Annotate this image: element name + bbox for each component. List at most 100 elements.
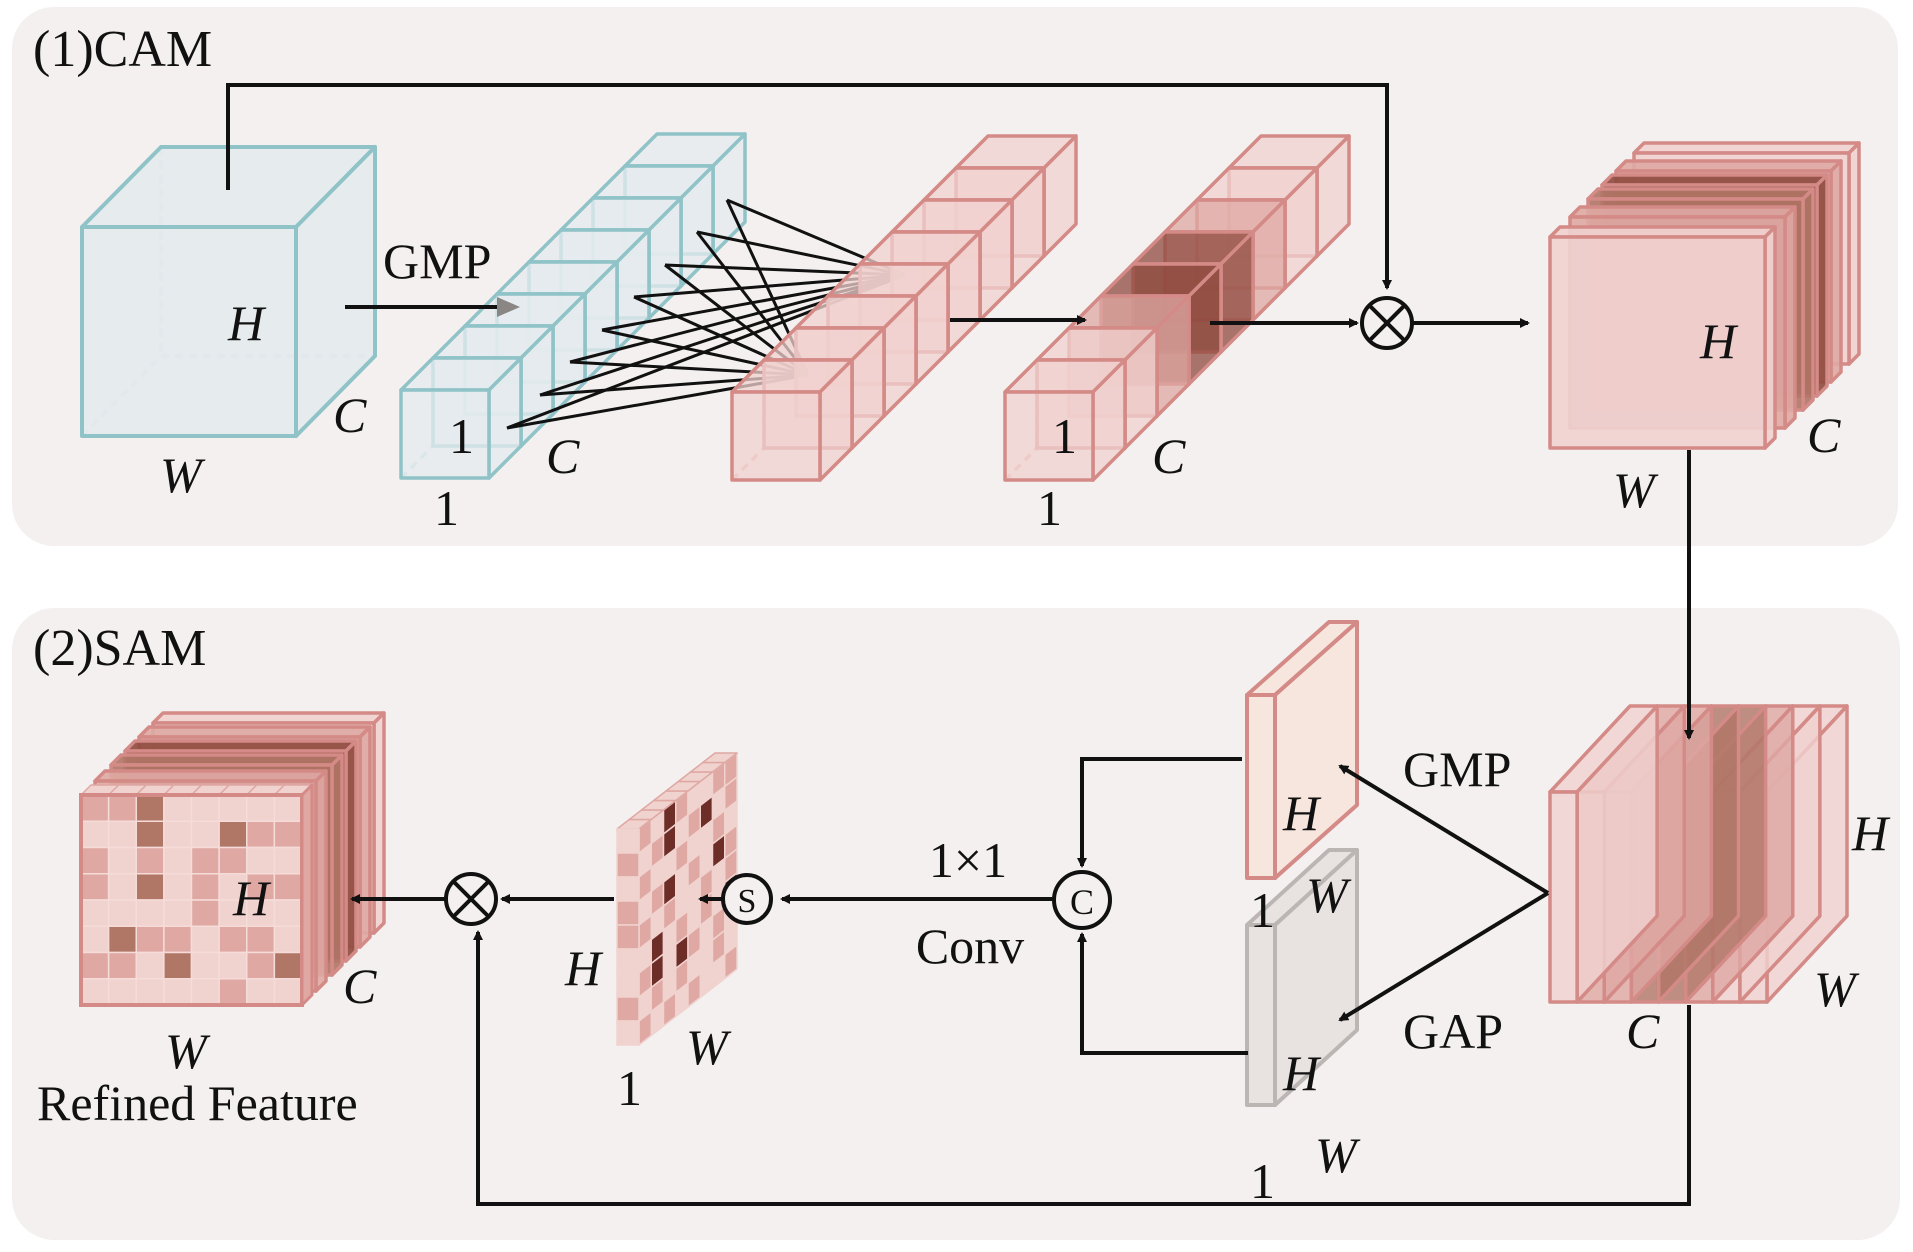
refined-grid-cell — [190, 873, 220, 901]
cam-output-feature-cube — [1548, 141, 1861, 450]
box-front-face — [1245, 923, 1277, 1107]
refined-grid-cell — [273, 978, 303, 1006]
attention-front-cell — [616, 876, 640, 902]
cam-weighted-c-label: C — [1152, 428, 1186, 484]
refined-grid-cell — [273, 899, 303, 927]
attention-front-cell — [616, 972, 640, 998]
refined-grid-cell — [80, 794, 110, 822]
refined-grid-cell — [80, 899, 110, 927]
box-front-face — [1245, 693, 1277, 880]
sam-residual-connection — [473, 930, 1691, 1206]
sam-title: (2)SAM — [33, 620, 206, 677]
refined-grid-cell — [107, 978, 137, 1006]
refined-grid-cell — [246, 820, 276, 849]
sam-gmp-map — [1245, 620, 1359, 880]
pooled-cell — [399, 356, 523, 480]
attention-front-cell — [616, 924, 640, 950]
cam-pooled-vector-column — [399, 132, 747, 480]
refined-grid-cell — [107, 899, 137, 927]
box-front-face — [399, 388, 491, 480]
sam-sigmoid-node: S — [721, 873, 773, 925]
refined-grid-cell — [190, 820, 220, 849]
refined-grid-cell — [135, 794, 165, 822]
cam-title: (1)CAM — [33, 21, 212, 78]
refined-grid-cell — [107, 925, 137, 954]
sam-gmp-arrow — [1338, 764, 1550, 895]
refined-grid-cell — [246, 978, 276, 1006]
refined-grid-cell — [218, 978, 248, 1006]
sam-gmp-label: GMP — [1403, 741, 1511, 797]
box-front-face — [1548, 235, 1767, 450]
sam-gap-map-h-label: H — [1282, 1045, 1322, 1101]
weight-cell — [1003, 358, 1127, 482]
sam-spatial-attention-map — [616, 752, 738, 1046]
refined-grid-cell — [246, 925, 276, 954]
refined-grid-cell — [190, 951, 220, 980]
cam-pooled-c-label: C — [546, 428, 580, 484]
sam-gap-map — [1245, 848, 1359, 1107]
refined-grid-cell — [163, 899, 193, 927]
refined-grid-cell — [135, 925, 165, 954]
cam-gmp-arrowhead-icon — [497, 297, 520, 317]
refined-grid-cell — [107, 794, 137, 822]
cam-skip-connection — [226, 83, 1392, 290]
sam-attention-h-label: H — [564, 940, 604, 996]
refined-grid-cell — [80, 820, 110, 849]
refined-grid-cell — [273, 846, 303, 875]
sam-gap-map-w-label: W — [1315, 1127, 1361, 1183]
sam-multiply-node — [444, 872, 498, 926]
cam-input-feature-cube — [80, 145, 377, 438]
sam-panel — [12, 608, 1900, 1240]
cam-input-h-label: H — [227, 295, 267, 351]
sam-input-h-label: H — [1851, 805, 1891, 861]
refined-grid-cell — [135, 820, 165, 849]
sam-input-w-label: W — [1814, 961, 1860, 1017]
cam-output-c-label: C — [1807, 407, 1841, 463]
sam-output-h-label: H — [232, 870, 272, 926]
refined-grid-cell — [135, 951, 165, 980]
cam-output-h-label: H — [1699, 313, 1739, 369]
refined-grid-cell — [273, 873, 303, 901]
refined-grid-cell — [163, 820, 193, 849]
cam-multiply-node — [1360, 296, 1414, 350]
attention-front-cell — [616, 996, 640, 1022]
attention-front-cell — [616, 948, 640, 974]
cam-input-w-label: W — [160, 447, 206, 503]
cam-output-w-label: W — [1613, 462, 1659, 518]
refined-grid-cell — [80, 951, 110, 980]
attention-cell — [724, 944, 738, 980]
cam-weighted-one-bottom: 1 — [1037, 480, 1062, 536]
channel-slice — [1548, 225, 1777, 450]
box-front-face — [1003, 390, 1095, 482]
attention-top-cell — [702, 752, 738, 764]
refined-grid-cell — [218, 899, 248, 927]
sam-attention-w-label: W — [686, 1019, 732, 1075]
refined-grid-cell — [80, 846, 110, 875]
refined-grid-cell — [218, 925, 248, 954]
conv-label: Conv — [916, 918, 1024, 974]
refined-feature-caption: Refined Feature — [37, 1075, 358, 1131]
refined-grid-cell — [135, 846, 165, 875]
refined-grid-cell — [80, 873, 110, 901]
sam-attention-one-label: 1 — [617, 1060, 642, 1116]
sam-input-feature-cube — [1548, 704, 1849, 1004]
attention-front-cell — [616, 852, 640, 878]
refined-grid-cell — [218, 951, 248, 980]
refined-grid-cell — [273, 925, 303, 954]
attention-front-cell — [616, 828, 640, 854]
sam-gmp-map-w-label: W — [1306, 867, 1352, 923]
refined-grid-cell — [190, 846, 220, 875]
refined-grid-cell — [273, 951, 303, 980]
cam-weighted-one-front: 1 — [1052, 408, 1077, 464]
sam-gap-map-one-label: 1 — [1250, 1153, 1275, 1209]
refined-grid-cell — [190, 978, 220, 1006]
cam-input-c-label: C — [333, 387, 367, 443]
concat-icon: C — [1070, 882, 1094, 922]
sam-refined-feature-cube — [79, 711, 386, 1007]
refined-grid-cell — [246, 794, 276, 822]
refined-grid-cell — [190, 794, 220, 822]
refined-grid-cell — [107, 951, 137, 980]
mlp-cell — [730, 358, 854, 482]
cam-pooled-one-bottom: 1 — [434, 480, 459, 536]
